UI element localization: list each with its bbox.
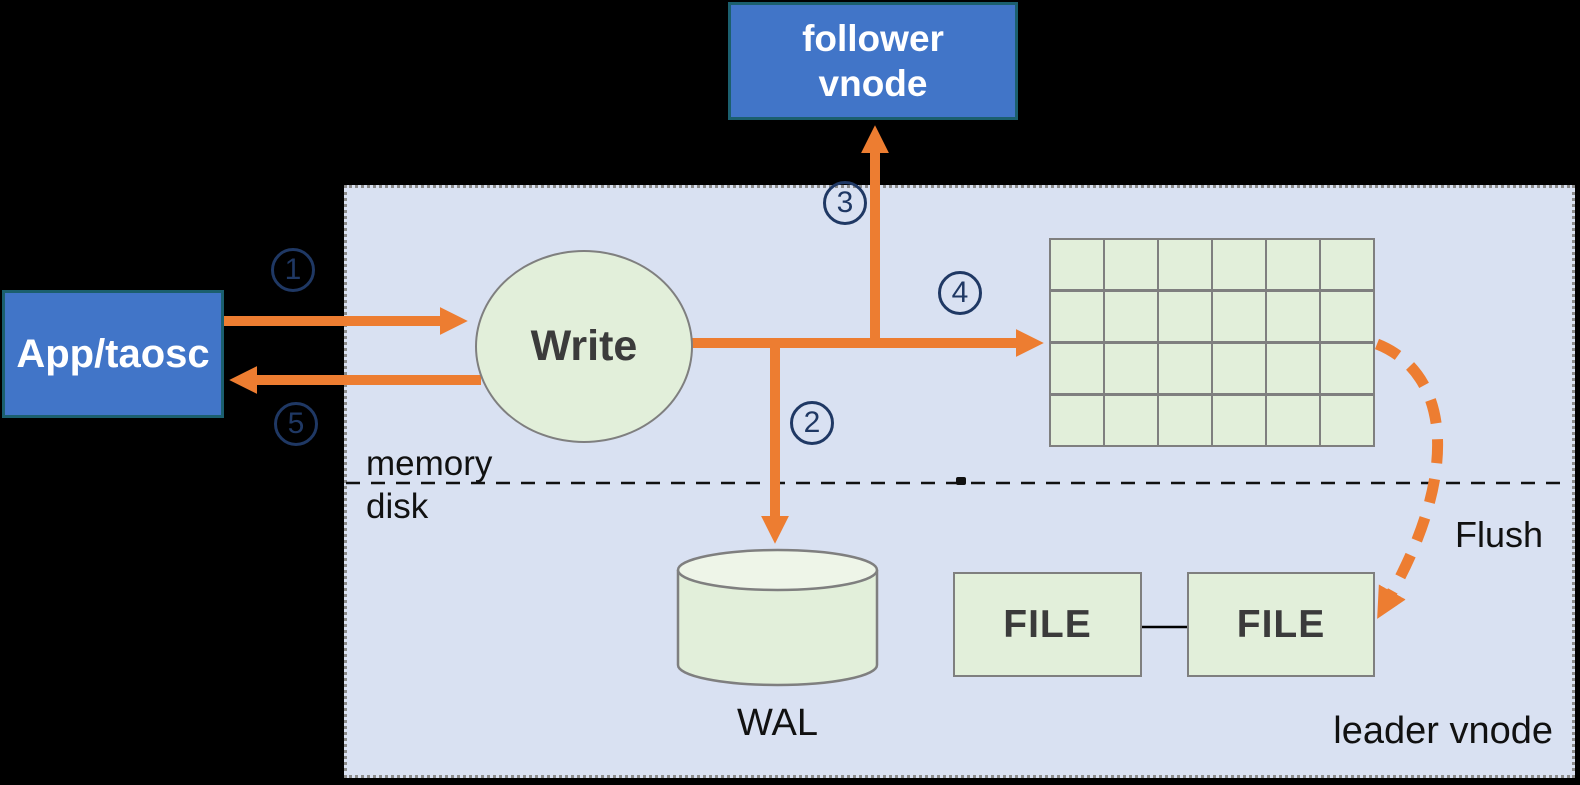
app-taosc-node: App/taosc	[2, 290, 224, 418]
step-badge-4: 4	[938, 271, 982, 315]
flush-label: Flush	[1455, 514, 1544, 555]
follower-vnode-node: follower vnode	[728, 2, 1018, 120]
follower-vnode-label-line1: follower	[802, 18, 944, 59]
memtable-cell	[1051, 240, 1103, 290]
memory-label: memory	[366, 444, 493, 483]
step-badge-1: 1	[271, 248, 315, 292]
memtable-cell	[1159, 291, 1211, 342]
memtable-cell	[1267, 395, 1319, 445]
file-node-1: FILE	[953, 572, 1142, 677]
memtable-cell	[1105, 240, 1157, 290]
memtable-cell	[1321, 395, 1373, 445]
step-badge-3: 3	[823, 181, 867, 225]
memtable-cell	[1051, 291, 1103, 342]
step-badge-2: 2	[790, 401, 834, 445]
memtable-grid	[1049, 238, 1375, 447]
memtable-cell	[1051, 395, 1103, 445]
file-label-1: FILE	[1003, 602, 1092, 646]
memtable-cell	[1213, 240, 1265, 290]
memtable-cell	[1267, 291, 1319, 342]
memtable-cell	[1213, 395, 1265, 445]
wal-label: WAL	[737, 702, 818, 744]
memtable-cell	[1159, 343, 1211, 394]
memtable-cell	[1321, 291, 1373, 342]
memtable-cell	[1267, 343, 1319, 394]
file-label-2: FILE	[1236, 602, 1326, 646]
memtable-cell	[1105, 395, 1157, 445]
write-label: Write	[530, 322, 638, 370]
file-node-2: FILE	[1187, 572, 1375, 677]
follower-vnode-label-line2: vnode	[818, 63, 928, 104]
memtable-cell	[1213, 291, 1265, 342]
memtable-cell	[1321, 343, 1373, 394]
leader-vnode-label: leader vnode	[1333, 710, 1553, 752]
memtable-cell	[1105, 343, 1157, 394]
memtable-cell	[1213, 343, 1265, 394]
memtable-cell	[1267, 240, 1319, 290]
write-node: Write	[475, 250, 693, 443]
app-taosc-label: App/taosc	[16, 331, 210, 376]
disk-label: disk	[366, 487, 429, 526]
memtable-cell	[1105, 291, 1157, 342]
step-badge-5: 5	[274, 402, 318, 446]
memtable-cell	[1321, 240, 1373, 290]
memtable-cell	[1051, 343, 1103, 394]
memtable-cell	[1159, 395, 1211, 445]
memtable-cell	[1159, 240, 1211, 290]
